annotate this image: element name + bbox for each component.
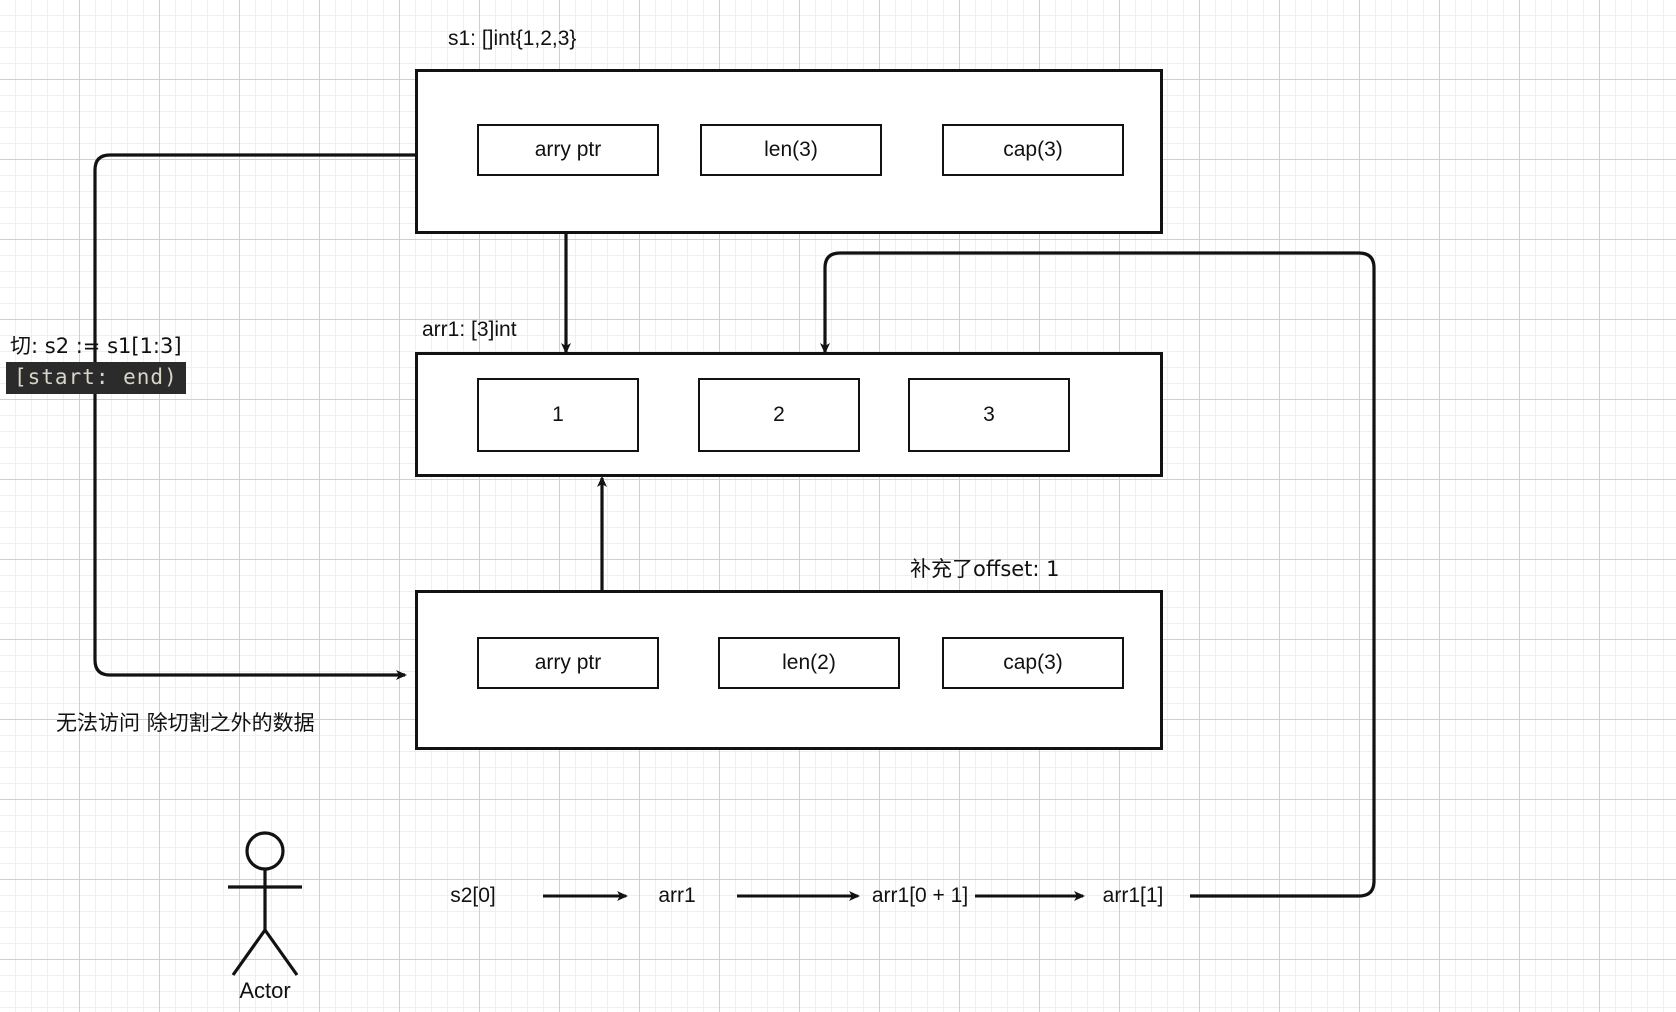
s2-field-len: len(2) <box>718 637 900 689</box>
actor-label: Actor <box>239 978 291 1003</box>
label-slice-note: 切: s2 := s1[1:3] <box>10 334 182 358</box>
arr1-cell-1: 2 <box>698 378 860 452</box>
s1-field-len: len(3) <box>700 124 882 176</box>
flow-step-2: arr1[0 + 1] <box>871 884 969 907</box>
s2-field-arry-ptr: arry ptr <box>477 637 659 689</box>
s2-field-arry-ptr-label: arry ptr <box>534 651 602 674</box>
s1-field-cap-label: cap(3) <box>1003 138 1063 161</box>
s2-field-cap-label: cap(3) <box>1003 651 1063 674</box>
wire-s1-to-s2 <box>93 153 415 680</box>
arr1-cell-2-value: 3 <box>983 403 995 426</box>
arr1-cell-0-value: 1 <box>552 403 564 426</box>
arr1-cell-0: 1 <box>477 378 639 452</box>
wire-arr1index-to-arr1cell1 <box>820 251 1376 898</box>
flow-step-1: arr1 <box>658 884 696 907</box>
label-no-access-note: 无法访问 除切割之外的数据 <box>56 711 315 735</box>
flow-step-0: s2[0] <box>450 884 496 907</box>
s1-field-arry-ptr: arry ptr <box>477 124 659 176</box>
s2-field-len-label: len(2) <box>782 651 836 674</box>
flow-step-3: arr1[1] <box>1102 884 1164 907</box>
s1-field-arry-ptr-label: arry ptr <box>534 138 602 161</box>
s1-field-len-label: len(3) <box>764 138 818 161</box>
label-arr1-title: arr1: [3]int <box>422 318 517 341</box>
actor-figure <box>228 831 302 976</box>
s1-field-cap: cap(3) <box>942 124 1124 176</box>
label-slice-range-code: [start: end) <box>6 362 186 394</box>
arr1-cell-2: 3 <box>908 378 1070 452</box>
label-s1-title: s1: []int{1,2,3} <box>448 27 577 50</box>
s2-field-cap: cap(3) <box>942 637 1124 689</box>
label-offset-note: 补充了offset: 1 <box>910 557 1060 581</box>
arr1-cell-1-value: 2 <box>773 403 785 426</box>
